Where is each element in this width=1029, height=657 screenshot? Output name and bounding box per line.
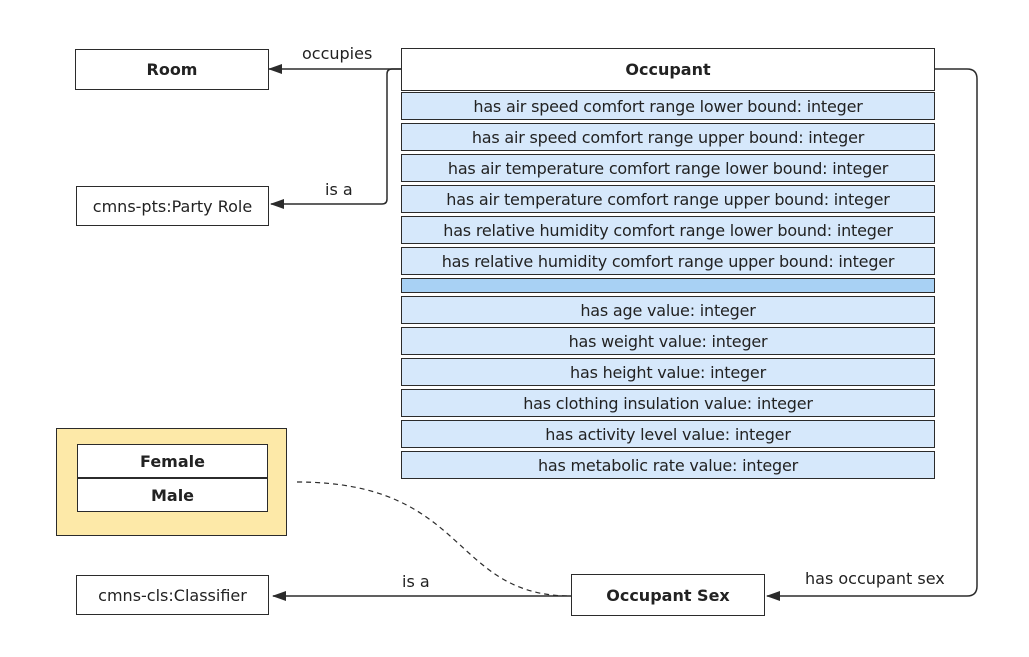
edge-is-a-party-role [270, 68, 401, 209]
property-row: has height value: integer [401, 358, 935, 386]
occupant-node[interactable]: Occupant [401, 48, 935, 91]
edge-enumeration-link [296, 481, 572, 597]
label-has-occupant-sex: has occupant sex [805, 569, 945, 588]
classifier-node[interactable]: cmns-cls:Classifier [76, 575, 269, 615]
property-row: has clothing insulation value: integer [401, 389, 935, 417]
occupant-sex-node[interactable]: Occupant Sex [571, 574, 765, 616]
property-row: has weight value: integer [401, 327, 935, 355]
property-row: has relative humidity comfort range lowe… [401, 216, 935, 244]
property-row: has metabolic rate value: integer [401, 451, 935, 479]
property-row: has air speed comfort range upper bound:… [401, 123, 935, 151]
property-row: has air speed comfort range lower bound:… [401, 92, 935, 120]
label-occupies: occupies [302, 44, 373, 63]
property-row: has age value: integer [401, 296, 935, 324]
property-separator [401, 278, 935, 293]
property-row: has air temperature comfort range lower … [401, 154, 935, 182]
property-row: has relative humidity comfort range uppe… [401, 247, 935, 275]
property-row: has activity level value: integer [401, 420, 935, 448]
label-is-a-party-role: is a [325, 180, 353, 199]
enumeration-frame: Female Male [56, 428, 287, 536]
room-node[interactable]: Room [75, 49, 269, 90]
enum-item-female[interactable]: Female [77, 444, 268, 478]
edge-has-occupant-sex [766, 68, 978, 601]
label-is-a-classifier: is a [402, 572, 430, 591]
enum-item-male[interactable]: Male [77, 478, 268, 512]
party-role-node[interactable]: cmns-pts:Party Role [76, 186, 269, 226]
property-row: has air temperature comfort range upper … [401, 185, 935, 213]
